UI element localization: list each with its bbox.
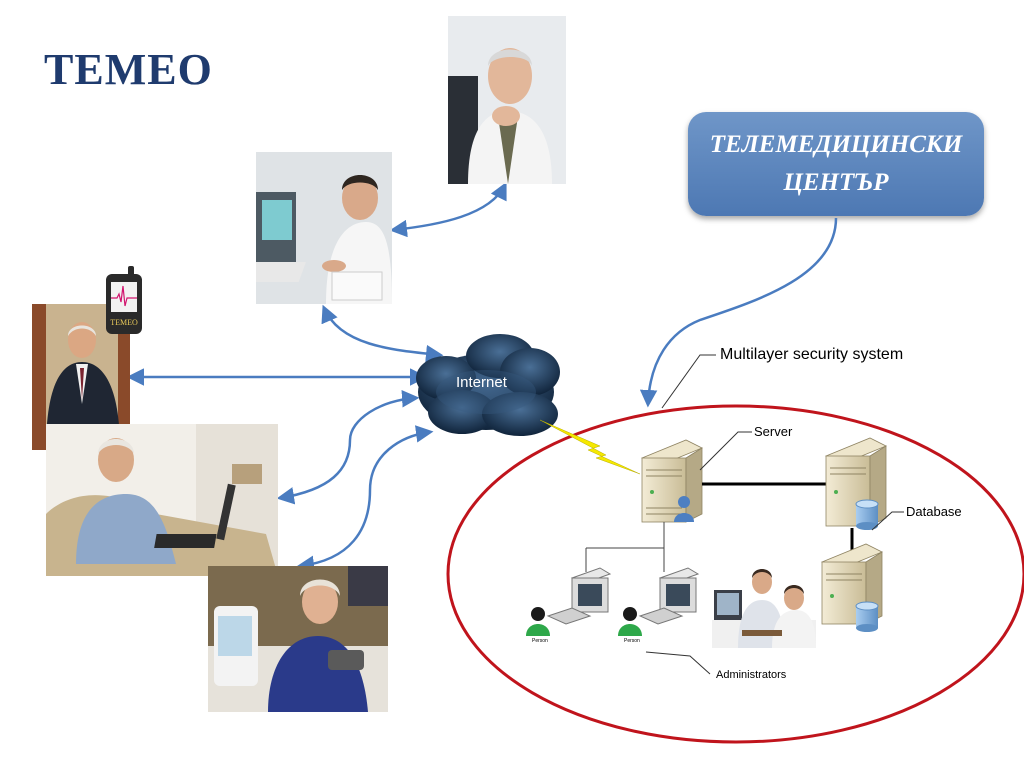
lightning-link-icon xyxy=(539,419,641,475)
slide-title: TEMEO xyxy=(44,45,213,94)
person-left-label: Person xyxy=(532,638,548,644)
device-brand-label: TEMEO xyxy=(110,318,138,327)
database-cylinder-top-icon xyxy=(855,499,879,530)
internet-cloud-icon xyxy=(416,334,560,436)
elder-laptop-photo xyxy=(46,424,278,576)
server-icon xyxy=(641,439,703,523)
arrow-elder-bp-to-internet xyxy=(296,425,434,574)
arrow-elder-laptop-to-internet xyxy=(276,390,420,505)
temeo-mobile-device: TEMEO xyxy=(106,266,142,334)
administrators-photo xyxy=(712,560,816,648)
secure-zone-ellipse xyxy=(446,404,1024,744)
doctor-computer-photo xyxy=(256,152,392,304)
doctor-thinking-photo xyxy=(448,16,566,184)
security-callout-line xyxy=(661,354,716,409)
telemedicine-center-box: ТЕЛЕМЕДИЦИНСКИ ЦЕНТЪР xyxy=(688,112,984,216)
device-screen xyxy=(111,282,137,312)
person-right-label: Person xyxy=(624,638,640,644)
arrow-doctor1-to-internet xyxy=(321,304,444,363)
workstation-left-icon xyxy=(546,567,612,625)
administrators-label: Administrators xyxy=(716,669,787,681)
center-line-1: ТЕЛЕМЕДИЦИНСКИ xyxy=(709,131,963,158)
arrow-center-to-network xyxy=(639,217,838,408)
server-callout-line xyxy=(699,431,752,471)
arrow-doctor2-to-doctor1 xyxy=(389,181,507,238)
elder-bp-monitor-photo xyxy=(208,566,388,712)
database-callout-line xyxy=(871,511,904,531)
person-right-icon xyxy=(618,607,642,636)
user-badge-icon xyxy=(674,496,694,522)
workstation-right-icon xyxy=(638,567,700,625)
ecg-wave-icon xyxy=(111,285,137,307)
internet-label: Internet xyxy=(456,374,507,391)
server-label: Server xyxy=(754,424,793,439)
database-label: Database xyxy=(906,504,962,519)
center-line-2: ЦЕНТЪР xyxy=(783,169,889,196)
device-antenna xyxy=(128,266,134,276)
database-cylinder-bottom-icon xyxy=(855,601,879,632)
administrators-callout-line xyxy=(645,651,711,675)
person-left-icon xyxy=(526,607,550,636)
security-label: Multilayer security system xyxy=(720,346,904,363)
lan-tree-lines xyxy=(585,522,665,572)
